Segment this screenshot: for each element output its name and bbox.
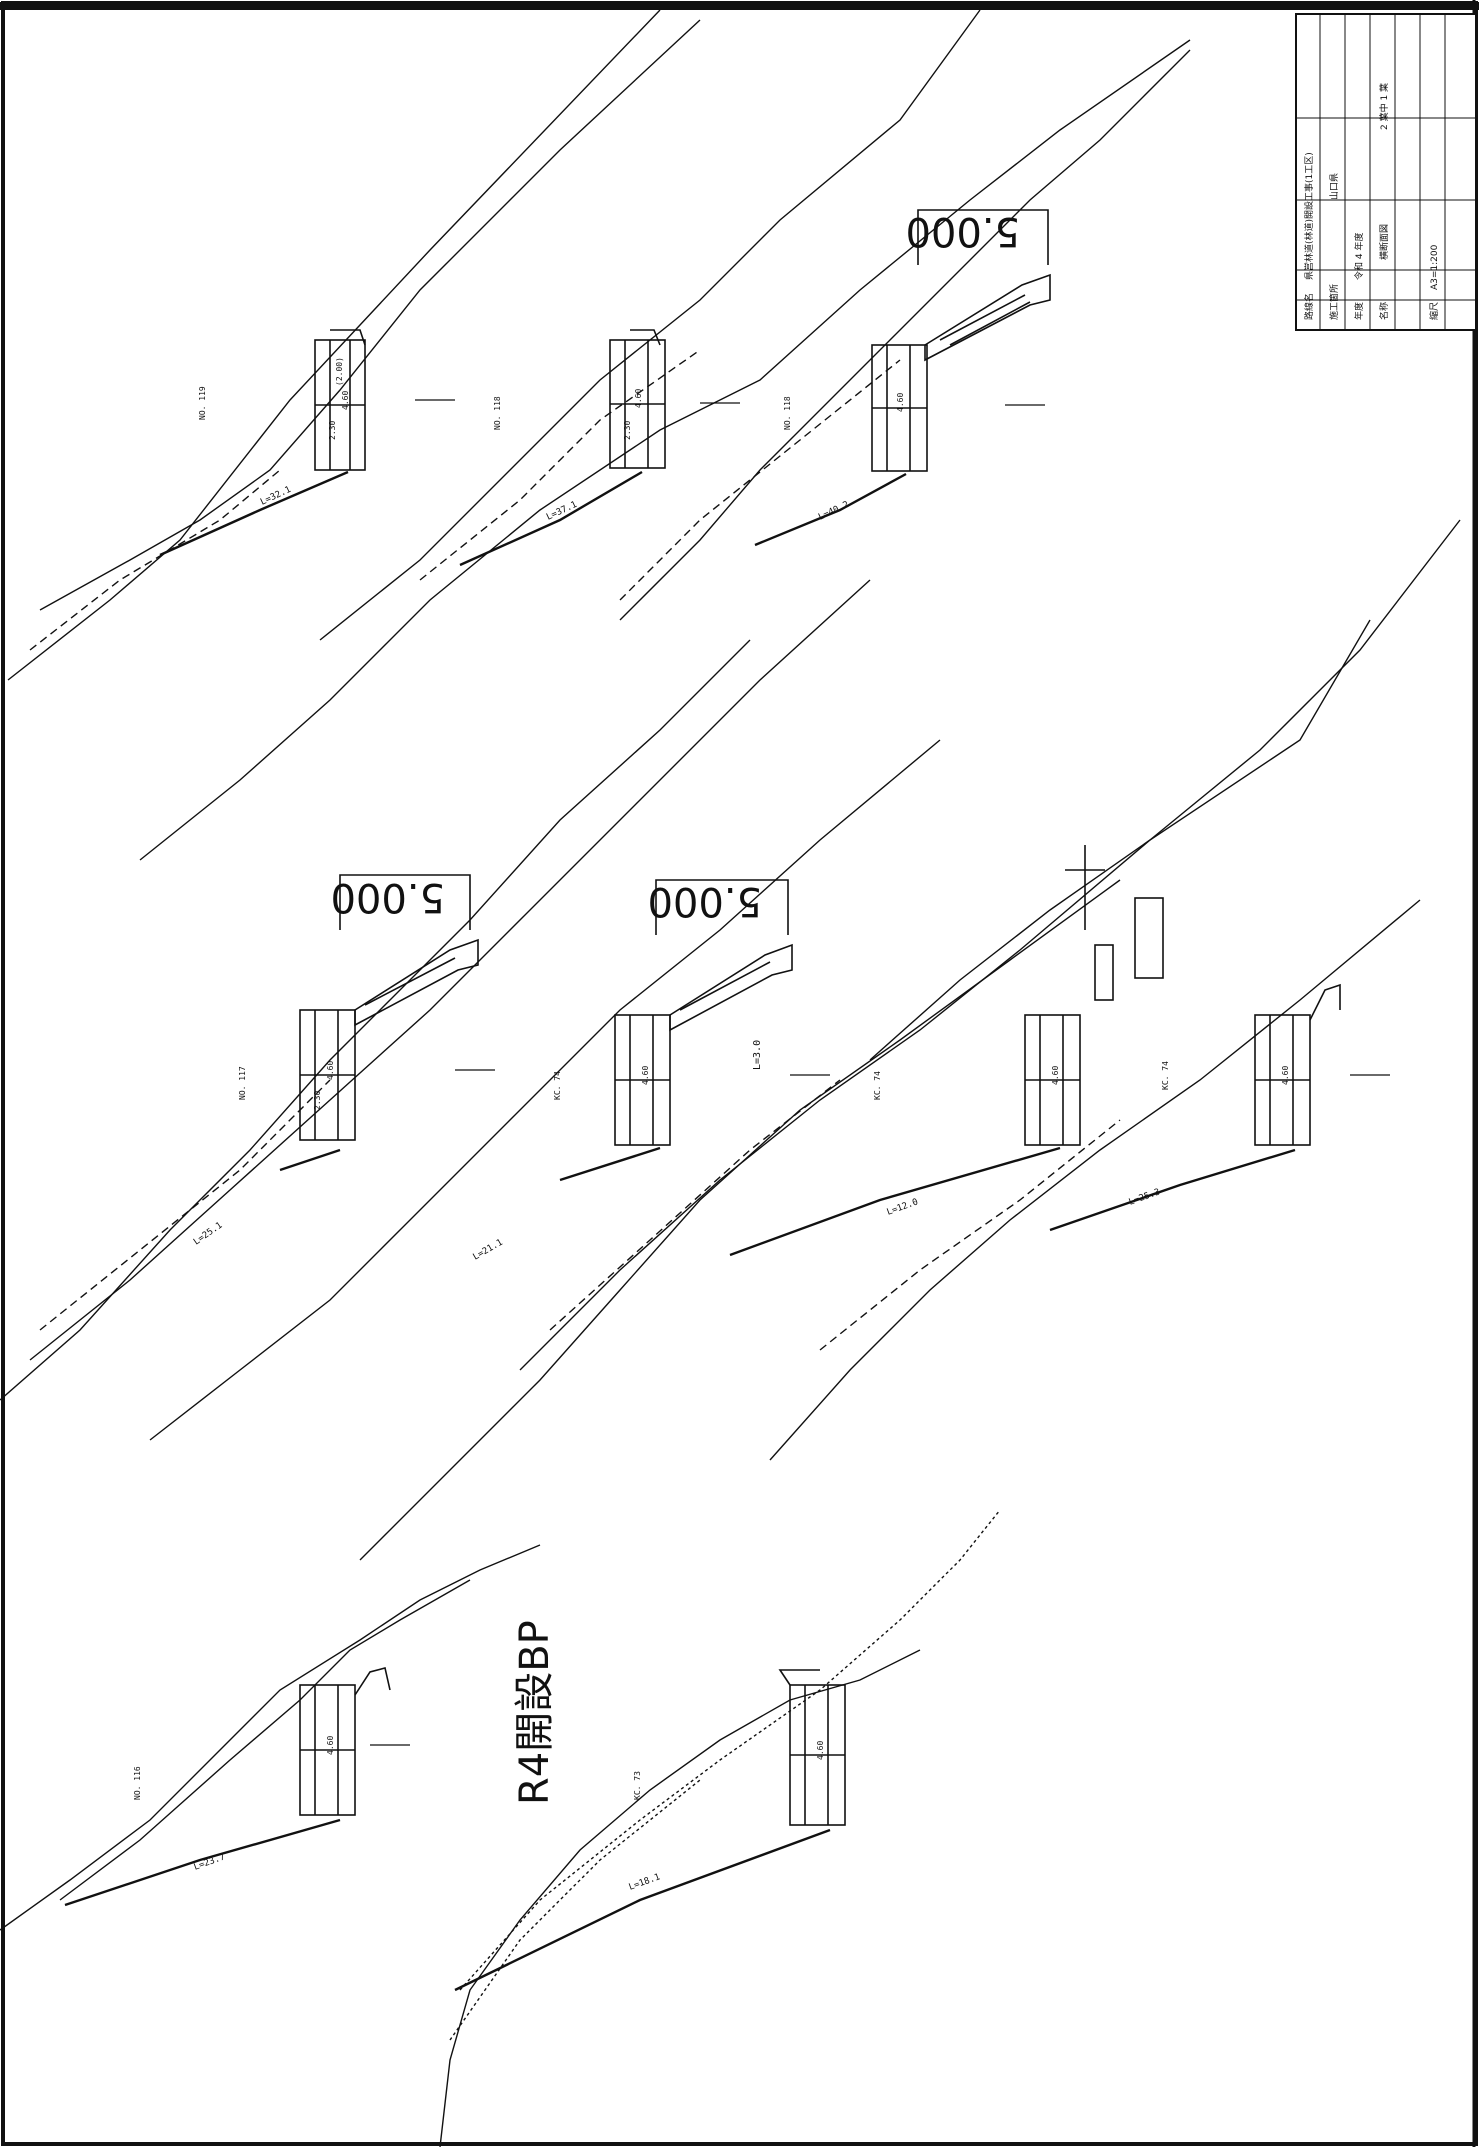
dimension-box-e: [655, 879, 789, 935]
overlay-label: R4開設BP: [512, 1620, 558, 1805]
slope-note: L=3.0: [752, 1040, 763, 1070]
station-label-d: NO. 117: [238, 1066, 247, 1100]
tb-label-year: 年度: [1353, 302, 1365, 320]
station-label-h: NO. 116: [133, 1766, 142, 1800]
section-h: [64, 1667, 391, 1907]
station-label-i: KC. 73: [633, 1771, 642, 1800]
width-label-e: 4.60: [641, 1066, 650, 1085]
section-g: [1049, 983, 1341, 1232]
half-alt-label-a: (2.00): [335, 357, 344, 386]
section-f: [729, 845, 1164, 1257]
length-label-g1: L=25.3: [1128, 1187, 1162, 1208]
title-block: 路線名 県営林道(林道)開設工事(1工区) 施工箇所 山口県 年度 令和 4 年…: [1295, 13, 1477, 331]
tb-label-place: 施工箇所: [1328, 284, 1340, 320]
tb-value-place: 山口県: [1329, 173, 1340, 200]
station-label-g: KC. 74: [1161, 1061, 1170, 1090]
width-label-a: 4.60: [341, 391, 350, 410]
dimension-value-e: 5.000: [647, 878, 762, 924]
width-label-i: 4.60: [816, 1741, 825, 1760]
tb-label-name: 名称: [1378, 302, 1390, 320]
direction-arrows: [370, 399, 1390, 1746]
terrain-lines-row3: [0, 1509, 1001, 2147]
half-label-b: 2.30: [623, 421, 632, 440]
dimension-value-d: 5.000: [330, 874, 445, 920]
tb-value-scale: A3=1:200: [1430, 244, 1440, 290]
tb-value-year: 令和 4 年度: [1353, 233, 1365, 280]
tb-label-scale: 縮尺: [1428, 302, 1440, 320]
station-label-c: NO. 118: [783, 396, 792, 430]
length-label-f1: L=12.0: [886, 1197, 920, 1218]
length-label-h1: L=23.7: [193, 1852, 227, 1873]
tb-label-route: 路線名: [1303, 293, 1315, 320]
section-c: [754, 273, 1051, 547]
width-label-g: 4.60: [1281, 1066, 1290, 1085]
tb-value-name: 横断面図: [1378, 224, 1390, 260]
station-label-a: NO. 119: [198, 386, 207, 420]
section-e: [559, 943, 793, 1182]
dimension-value-c: 5.000: [905, 208, 1020, 254]
station-label-f: KC. 74: [873, 1071, 882, 1100]
width-label-d: 4.60: [326, 1061, 335, 1080]
terrain-lines-row1: [7, 9, 1191, 861]
length-label-c1: L=40.2: [817, 500, 851, 523]
dimension-box-c: [917, 209, 1049, 265]
length-label-i1: L=18.1: [628, 1872, 662, 1893]
section-b: [459, 329, 666, 567]
terrain-lines-row2: [0, 519, 1461, 1561]
width-label-f: 4.60: [1051, 1066, 1060, 1085]
station-label-e: KC. 74: [553, 1071, 562, 1100]
station-label-b: NO. 118: [493, 396, 502, 430]
half-label-d: 2.30: [313, 1091, 322, 1110]
length-label-d1: L=25.1: [192, 1221, 224, 1248]
section-d: [279, 938, 479, 1172]
half-label-a: 2.30: [328, 421, 337, 440]
section-i: [454, 1669, 846, 1992]
width-label-h: 4.60: [326, 1736, 335, 1755]
width-label-b: 4.60: [634, 389, 643, 408]
length-label-e1: L=21.1: [472, 1238, 505, 1263]
dimension-box-d: [339, 874, 471, 930]
section-a: [159, 329, 366, 557]
tb-value-route: 県営林道(林道)開設工事(1工区): [1303, 152, 1315, 280]
width-label-c: 4.60: [896, 393, 905, 412]
tb-sheet-no: 2 葉中 1 葉: [1378, 83, 1390, 130]
